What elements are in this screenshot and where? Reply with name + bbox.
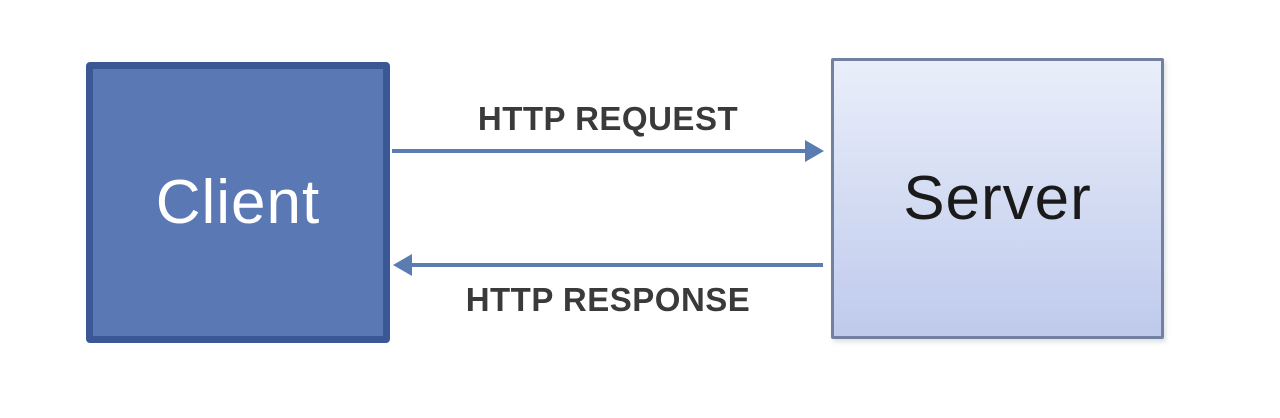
http-request-arrow <box>392 140 824 162</box>
http-response-arrow-line <box>412 263 823 267</box>
http-request-arrow-line <box>392 149 805 153</box>
http-response-label: HTTP RESPONSE <box>465 281 751 318</box>
server-node: Server <box>831 58 1164 339</box>
client-node-label: Client <box>155 168 321 237</box>
client-node: Client <box>86 62 390 343</box>
arrow-right-icon <box>805 140 824 162</box>
server-node-label: Server <box>903 164 1092 233</box>
arrow-left-icon <box>393 254 412 276</box>
http-request-label: HTTP REQUEST <box>477 100 739 137</box>
http-response-arrow <box>393 254 823 276</box>
